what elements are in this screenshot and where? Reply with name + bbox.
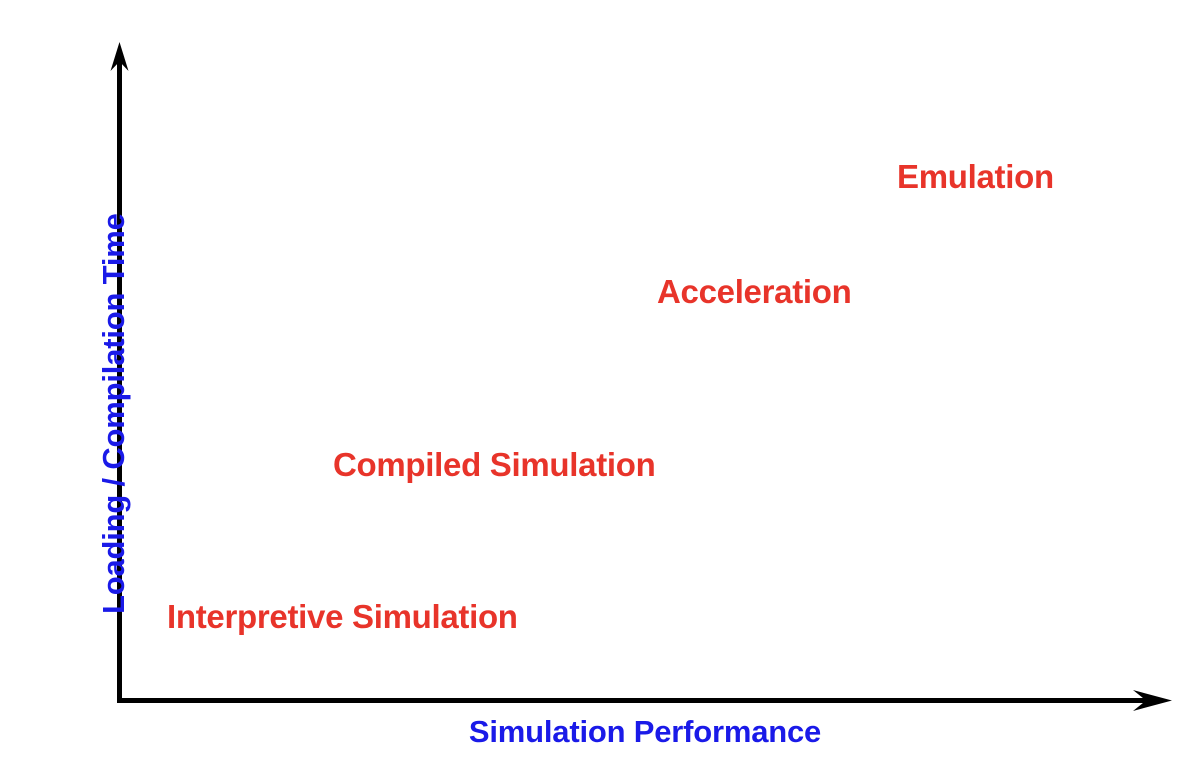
y-axis-title: Loading / Compilation Time (96, 213, 131, 614)
data-label-compiled-simulation: Compiled Simulation (333, 446, 656, 483)
data-label-emulation: Emulation (897, 158, 1054, 195)
x-axis-arrowhead-icon (1133, 690, 1172, 711)
x-axis-title: Simulation Performance (468, 714, 822, 749)
data-label-interpretive-simulation: Interpretive Simulation (167, 598, 518, 635)
y-axis-arrowhead-icon (110, 42, 129, 71)
data-label-acceleration: Acceleration (657, 273, 852, 310)
